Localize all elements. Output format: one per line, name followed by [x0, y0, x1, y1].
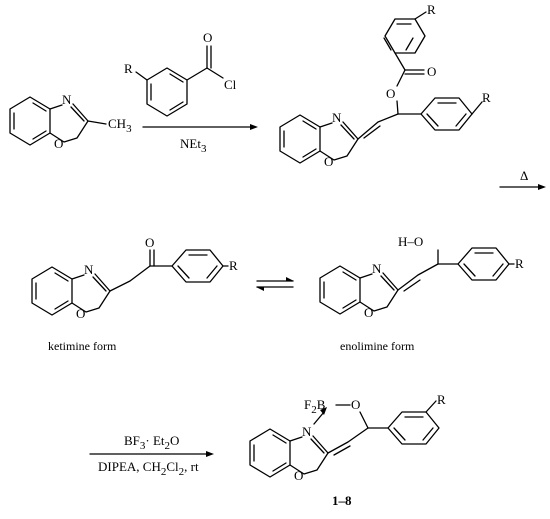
- ester-carbonyl-o-label: O: [427, 64, 436, 79]
- ketimine-structure: N O O R: [31, 235, 238, 321]
- cl-atom-label: Cl: [224, 77, 237, 92]
- enol-n-atom-label: N: [372, 261, 382, 276]
- enol-ester-structure: N O O O R R: [279, 2, 491, 169]
- r-substituent-label: R: [124, 61, 133, 76]
- hydroxyl-label: H–O: [398, 234, 423, 249]
- bf2-complex-structure: N O F2B O R: [249, 392, 446, 483]
- ester-o-label: O: [386, 86, 395, 101]
- dipea-reagent-label: DIPEA, CH2Cl2, rt: [98, 459, 199, 478]
- aryl-r-label: R: [482, 90, 491, 105]
- bf3-reagent-label: BF3· Et2O: [124, 433, 179, 452]
- enol-r-label: R: [515, 256, 524, 271]
- enolimine-caption: enolimine form: [340, 339, 415, 353]
- keto-carbonyl-o-label: O: [145, 235, 154, 250]
- step1-arrow: [142, 124, 258, 130]
- complex-o-b-label: O: [351, 397, 360, 412]
- methylbenzoxazole-structure: N O CH3: [9, 92, 132, 151]
- compound-numbers-label: 1–8: [332, 493, 352, 508]
- benzoyl-chloride-structure: O Cl R: [124, 30, 237, 117]
- heat-arrow: [499, 184, 546, 190]
- step3-arrow: [89, 451, 214, 457]
- int-o-atom-label: O: [324, 154, 333, 169]
- keto-o-atom-label: O: [76, 306, 85, 321]
- complex-r-label: R: [437, 392, 446, 407]
- equilibrium-arrows: [256, 277, 294, 291]
- int-n-atom-label: N: [332, 110, 342, 125]
- n-atom-label: N: [62, 92, 72, 107]
- enolimine-structure: N O H–O R: [319, 234, 524, 320]
- enol-o-atom-label: O: [364, 305, 373, 320]
- heat-symbol: Δ: [520, 168, 528, 183]
- keto-r-label: R: [229, 258, 238, 273]
- keto-n-atom-label: N: [84, 262, 94, 277]
- ketimine-caption: ketimine form: [48, 339, 117, 353]
- ester-r-label: R: [427, 2, 436, 17]
- complex-o-atom-label: O: [294, 468, 303, 483]
- net3-reagent-label: NEt3: [180, 136, 207, 155]
- o-atom-label: O: [54, 136, 63, 151]
- carbonyl-o-label: O: [203, 30, 212, 45]
- complex-n-atom-label: N: [302, 424, 312, 439]
- ch3-label: CH3: [108, 116, 132, 135]
- bf2-label: F2B: [304, 397, 326, 416]
